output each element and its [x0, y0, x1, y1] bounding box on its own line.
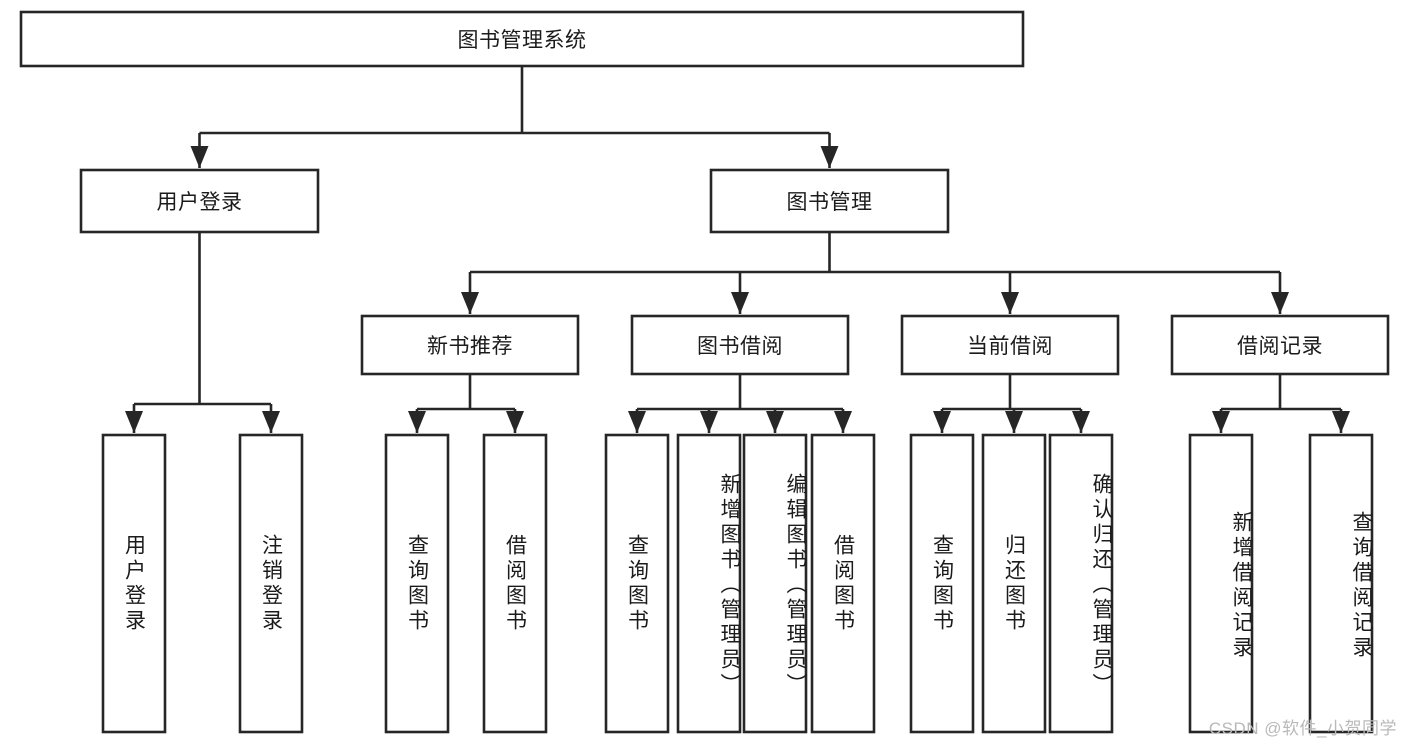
arrow-head-icon	[731, 292, 749, 314]
node-leaf-box-4[interactable]	[604, 433, 670, 734]
node-level2-box-0[interactable]	[79, 168, 320, 234]
arrow-head-icon	[262, 411, 280, 433]
node-leaf-box-12[interactable]	[1308, 433, 1374, 734]
arrow-head-icon	[933, 411, 951, 433]
arrow-head-icon	[1271, 292, 1289, 314]
arrow-head-icon	[820, 146, 839, 168]
arrow-head-icon	[700, 411, 718, 433]
arrow-head-icon	[190, 146, 209, 168]
node-leaf-box-10[interactable]	[1048, 433, 1114, 734]
arrow-head-icon	[125, 411, 143, 433]
node-level2-box-1[interactable]	[709, 168, 950, 234]
connector-lines-layer	[125, 66, 1350, 433]
node-level3-box-0[interactable]	[360, 314, 580, 376]
node-leaf-box-7[interactable]	[810, 433, 876, 734]
node-boxes-layer	[19, 10, 1390, 734]
node-level3-box-1[interactable]	[630, 314, 850, 376]
node-leaf-box-0[interactable]	[101, 433, 167, 734]
arrow-head-icon	[506, 411, 524, 433]
arrow-head-icon	[834, 411, 852, 433]
arrow-head-icon	[1001, 292, 1019, 314]
node-level3-box-3[interactable]	[1170, 314, 1390, 376]
node-leaf-box-5[interactable]	[676, 433, 742, 734]
csdn-watermark: CSDN @软件_小贺同学	[1208, 719, 1397, 738]
node-leaf-box-1[interactable]	[238, 433, 304, 734]
node-level3-box-2[interactable]	[900, 314, 1120, 376]
node-leaf-box-8[interactable]	[909, 433, 975, 734]
arrow-head-icon	[628, 411, 646, 433]
arrow-head-icon	[1072, 411, 1090, 433]
arrow-head-icon	[461, 292, 479, 314]
arrow-head-icon	[408, 411, 426, 433]
node-leaf-box-3[interactable]	[482, 433, 548, 734]
arrow-head-icon	[1005, 411, 1023, 433]
node-leaf-box-6[interactable]	[742, 433, 808, 734]
arrow-head-icon	[1332, 411, 1350, 433]
node-root-box[interactable]	[19, 10, 1025, 68]
arrow-head-icon	[766, 411, 784, 433]
node-leaf-box-2[interactable]	[384, 433, 450, 734]
node-leaf-box-9[interactable]	[981, 433, 1047, 734]
node-leaf-box-11[interactable]	[1188, 433, 1254, 734]
arrow-head-icon	[1212, 411, 1230, 433]
